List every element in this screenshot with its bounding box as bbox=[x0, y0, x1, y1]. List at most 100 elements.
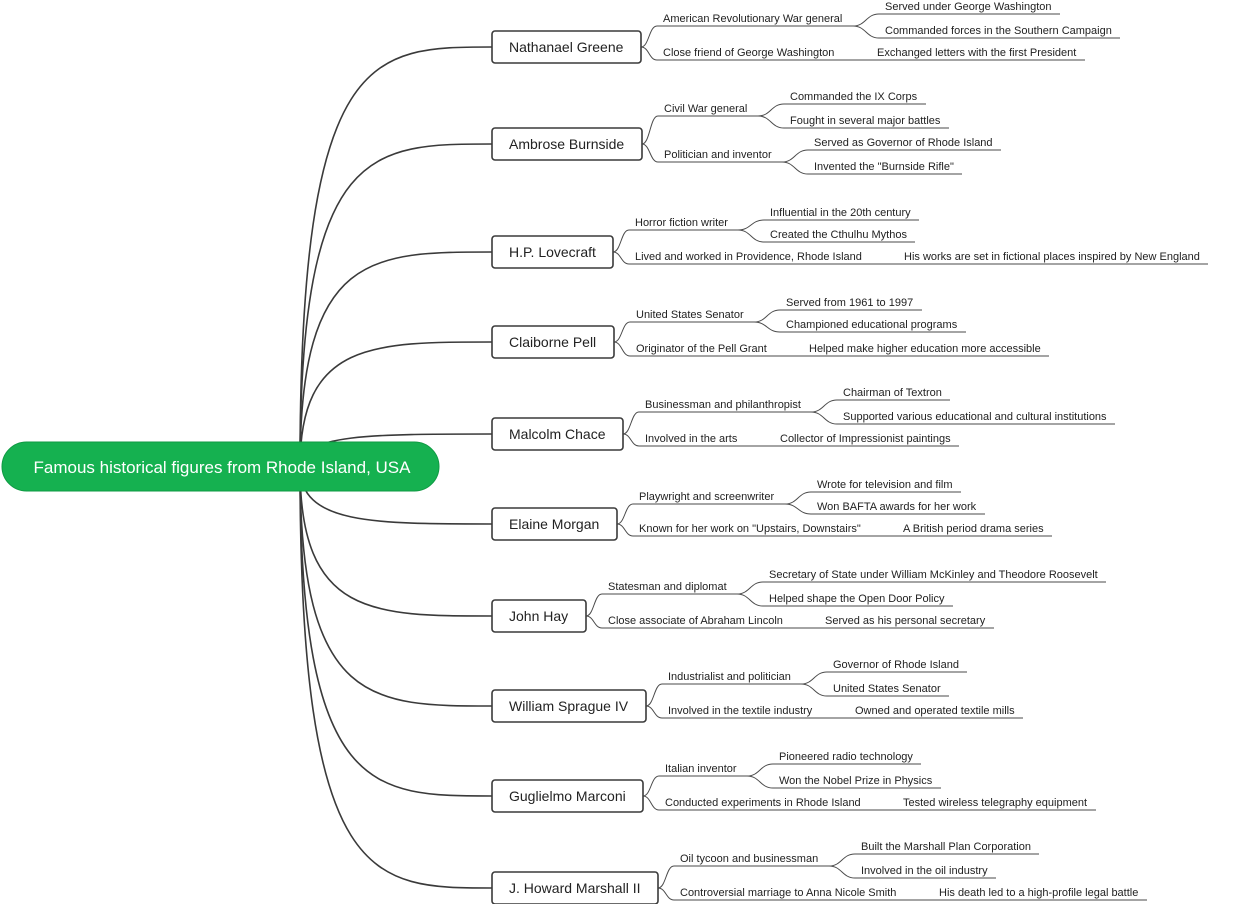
leaf-connector bbox=[736, 593, 764, 607]
leaf-label[interactable]: Won BAFTA awards for her work bbox=[817, 501, 977, 513]
leaf-connector bbox=[784, 491, 812, 505]
leaf-label[interactable]: Served under George Washington bbox=[885, 1, 1052, 13]
branch-connector bbox=[613, 341, 631, 357]
leaf-label[interactable]: Exchanged letters with the first Preside… bbox=[877, 47, 1076, 59]
leaf-connector bbox=[757, 115, 785, 129]
leaf-label[interactable]: Pioneered radio technology bbox=[779, 751, 913, 763]
branch-label[interactable]: Civil War general bbox=[664, 103, 747, 115]
leaf-connector bbox=[810, 399, 838, 413]
leaf-connector bbox=[852, 13, 880, 27]
leaf-label[interactable]: Secretary of State under William McKinle… bbox=[769, 569, 1098, 581]
topic-label: Ambrose Burnside bbox=[509, 136, 624, 152]
branch-label[interactable]: American Revolutionary War general bbox=[663, 13, 842, 25]
topic-node[interactable]: J. Howard Marshall II bbox=[491, 871, 659, 904]
root-connector bbox=[299, 341, 493, 468]
branch-label[interactable]: Conducted experiments in Rhode Island bbox=[665, 797, 861, 809]
branch-label[interactable]: Lived and worked in Providence, Rhode Is… bbox=[635, 251, 862, 263]
topic-node[interactable]: Guglielmo Marconi bbox=[491, 779, 644, 813]
topic-node[interactable]: Claiborne Pell bbox=[491, 325, 615, 359]
branch-label[interactable]: Involved in the textile industry bbox=[668, 705, 813, 717]
branch-label[interactable]: Italian inventor bbox=[665, 763, 737, 775]
topic-node[interactable]: John Hay bbox=[491, 599, 587, 633]
leaf-label[interactable]: Tested wireless telegraphy equipment bbox=[903, 797, 1087, 809]
leaf-connector bbox=[753, 321, 781, 333]
branch-label[interactable]: Close friend of George Washington bbox=[663, 47, 834, 59]
root-connector bbox=[299, 466, 493, 707]
branch-connector bbox=[657, 887, 675, 901]
leaf-label[interactable]: Created the Cthulhu Mythos bbox=[770, 229, 907, 241]
leaf-connector bbox=[828, 853, 856, 867]
topic-node[interactable]: Malcolm Chace bbox=[491, 417, 624, 451]
leaf-label[interactable]: Commanded the IX Corps bbox=[790, 91, 918, 103]
leaf-label[interactable]: Chairman of Textron bbox=[843, 387, 942, 399]
leaf-label[interactable]: Helped make higher education more access… bbox=[809, 343, 1041, 355]
root-topic[interactable]: Famous historical figures from Rhode Isl… bbox=[1, 441, 440, 492]
topic-node[interactable]: Elaine Morgan bbox=[491, 507, 618, 541]
topic-label: Nathanael Greene bbox=[509, 39, 624, 55]
leaf-label[interactable]: Collector of Impressionist paintings bbox=[780, 433, 951, 445]
leaf-label[interactable]: Built the Marshall Plan Corporation bbox=[861, 841, 1031, 853]
topic-box bbox=[491, 779, 644, 813]
leaf-label[interactable]: A British period drama series bbox=[903, 523, 1044, 535]
leaf-label[interactable]: Championed educational programs bbox=[786, 319, 958, 331]
branch-label[interactable]: Businessman and philanthropist bbox=[645, 399, 801, 411]
branch-connector bbox=[616, 503, 634, 525]
branch-connector bbox=[645, 705, 663, 719]
branch-label[interactable]: Involved in the arts bbox=[645, 433, 738, 445]
branch-connector bbox=[613, 321, 631, 343]
topic-box bbox=[491, 689, 647, 723]
branch-label[interactable]: Known for her work on "Upstairs, Downsta… bbox=[639, 523, 861, 535]
root-connector bbox=[299, 466, 493, 617]
topic-label: H.P. Lovecraft bbox=[509, 244, 596, 260]
branch-connector bbox=[641, 143, 659, 163]
leaf-label[interactable]: Commanded forces in the Southern Campaig… bbox=[885, 25, 1112, 37]
leaf-connector bbox=[784, 503, 812, 515]
branch-label[interactable]: Controversial marriage to Anna Nicole Sm… bbox=[680, 887, 896, 899]
branch-label[interactable]: Oil tycoon and businessman bbox=[680, 853, 818, 865]
leaf-label[interactable]: His death led to a high-profile legal ba… bbox=[939, 887, 1138, 899]
leaf-label[interactable]: Helped shape the Open Door Policy bbox=[769, 593, 945, 605]
branch-label[interactable]: United States Senator bbox=[636, 309, 744, 321]
topic-node[interactable]: William Sprague IV bbox=[491, 689, 647, 723]
branch-label[interactable]: Originator of the Pell Grant bbox=[636, 343, 767, 355]
leaf-label[interactable]: Influential in the 20th century bbox=[770, 207, 911, 219]
branch-connector bbox=[641, 115, 659, 145]
topic-node[interactable]: H.P. Lovecraft bbox=[491, 235, 614, 269]
leaf-label[interactable]: His works are set in fictional places in… bbox=[904, 251, 1200, 263]
root-connector bbox=[299, 466, 493, 889]
topic-node[interactable]: Nathanael Greene bbox=[491, 30, 642, 64]
branch-connector bbox=[657, 865, 675, 889]
leaf-label[interactable]: Invented the "Burnside Rifle" bbox=[814, 161, 954, 173]
branch-label[interactable]: Playwright and screenwriter bbox=[639, 491, 774, 503]
branch-connector bbox=[622, 433, 640, 447]
branch-label[interactable]: Horror fiction writer bbox=[635, 217, 728, 229]
leaf-label[interactable]: Owned and operated textile mills bbox=[855, 705, 1015, 717]
topic-label: Malcolm Chace bbox=[509, 426, 606, 442]
leaf-label[interactable]: Served as his personal secretary bbox=[825, 615, 986, 627]
topic-node[interactable]: Ambrose Burnside bbox=[491, 127, 643, 161]
leaf-connector bbox=[800, 671, 828, 685]
leaf-label[interactable]: Served as Governor of Rhode Island bbox=[814, 137, 993, 149]
branch-label[interactable]: Industrialist and politician bbox=[668, 671, 791, 683]
leaf-connector bbox=[746, 775, 774, 789]
branch-label[interactable]: Close associate of Abraham Lincoln bbox=[608, 615, 783, 627]
leaf-label[interactable]: Involved in the oil industry bbox=[861, 865, 988, 877]
root-connector bbox=[299, 46, 493, 468]
leaf-connector bbox=[737, 219, 765, 231]
leaf-label[interactable]: Supported various educational and cultur… bbox=[843, 411, 1107, 423]
leaf-label[interactable]: Wrote for television and film bbox=[817, 479, 953, 491]
leaf-label[interactable]: United States Senator bbox=[833, 683, 941, 695]
branch-label[interactable]: Politician and inventor bbox=[664, 149, 772, 161]
leaf-connector bbox=[781, 149, 809, 163]
leaf-connector bbox=[810, 411, 838, 425]
leaf-connector bbox=[753, 309, 781, 323]
leaf-label[interactable]: Served from 1961 to 1997 bbox=[786, 297, 913, 309]
topic-box bbox=[491, 127, 643, 161]
leaf-label[interactable]: Fought in several major battles bbox=[790, 115, 941, 127]
branch-connector bbox=[640, 46, 658, 61]
branch-label[interactable]: Statesman and diplomat bbox=[608, 581, 727, 593]
nodes-layer: Nathanael Greene American Revolutionary W… bbox=[491, 1, 1200, 904]
leaf-label[interactable]: Won the Nobel Prize in Physics bbox=[779, 775, 933, 787]
branch-connector bbox=[642, 795, 660, 811]
leaf-label[interactable]: Governor of Rhode Island bbox=[833, 659, 959, 671]
